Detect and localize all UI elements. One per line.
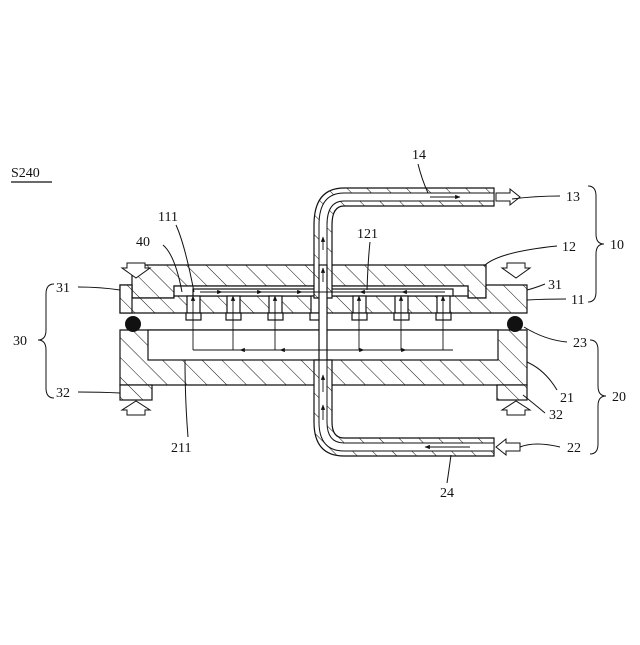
brace-20 — [590, 340, 606, 454]
label-32-left: 32 — [56, 386, 70, 401]
label-40: 40 — [136, 235, 150, 250]
press-arrow-top-right — [502, 263, 530, 278]
label-111: 111 — [158, 210, 178, 225]
label-14: 14 — [412, 148, 426, 163]
label-10: 10 — [610, 238, 624, 253]
seal-23-right — [507, 316, 523, 332]
label-13: 13 — [566, 190, 580, 205]
label-32-right: 32 — [549, 408, 563, 423]
label-11: 11 — [571, 293, 584, 308]
clamp-32-right — [497, 385, 527, 400]
label-211: 211 — [171, 441, 191, 456]
label-30: 30 — [13, 334, 27, 349]
label-24: 24 — [440, 486, 454, 501]
press-arrow-bottom-right — [502, 401, 530, 415]
label-31-right: 31 — [548, 278, 562, 293]
clamp-31-left — [120, 285, 132, 313]
label-23: 23 — [573, 336, 587, 351]
clamp-32-left — [120, 385, 152, 400]
label-22: 22 — [567, 441, 581, 456]
brace-10 — [588, 186, 604, 302]
step-label: S240 — [11, 166, 52, 182]
label-21: 21 — [560, 391, 574, 406]
svg-text:S240: S240 — [11, 166, 40, 181]
brace-30 — [38, 284, 54, 398]
label-12: 12 — [562, 240, 576, 255]
label-31-left: 31 — [56, 281, 70, 296]
press-arrow-bottom-left — [122, 401, 150, 415]
label-121: 121 — [357, 227, 378, 242]
outlet-arrow-13 — [496, 189, 520, 205]
seal-23-left — [125, 316, 141, 332]
label-20: 20 — [612, 390, 626, 405]
inlet-arrow-22 — [496, 439, 520, 455]
